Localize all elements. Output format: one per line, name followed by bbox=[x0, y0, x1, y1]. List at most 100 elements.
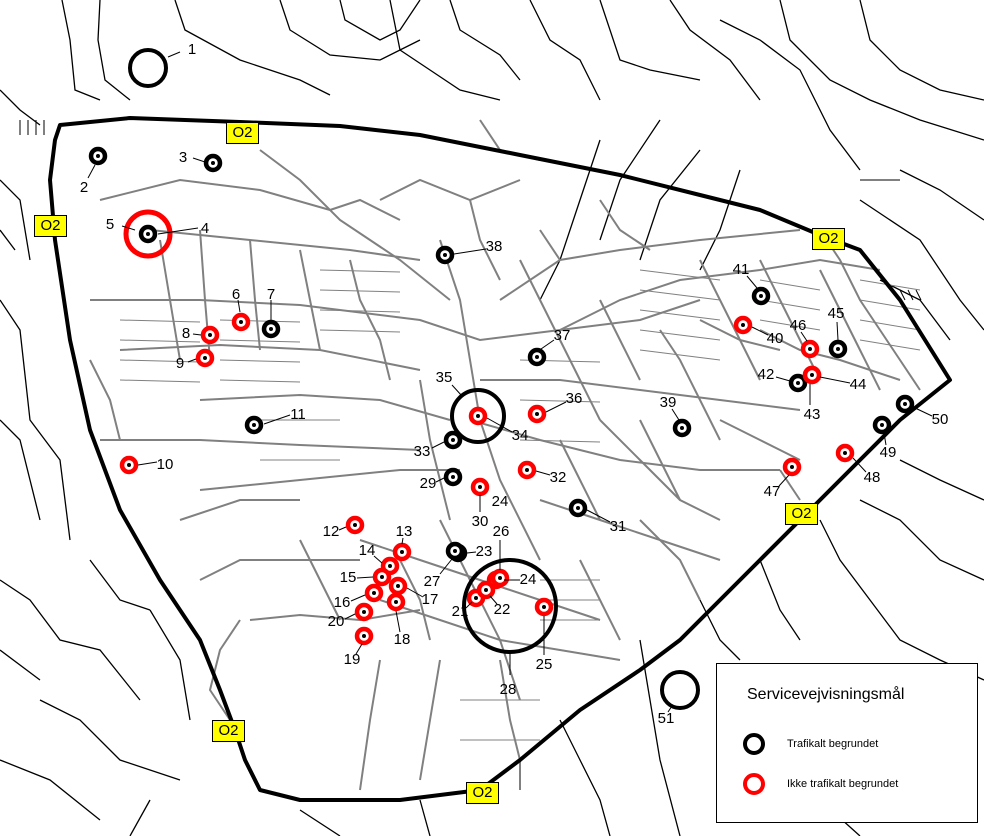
marker-dot-38 bbox=[443, 253, 447, 257]
leader-line-41 bbox=[746, 275, 758, 289]
leader-line-8 bbox=[192, 333, 202, 336]
marker-label-38: 38 bbox=[486, 238, 503, 255]
marker-label-24-secondary: 24 bbox=[492, 493, 509, 510]
marker-dot-25 bbox=[542, 605, 546, 609]
marker-dot-44 bbox=[810, 373, 814, 377]
leader-line-18 bbox=[395, 610, 401, 633]
leader-line-36 bbox=[545, 401, 567, 413]
area-circle-35 bbox=[450, 388, 506, 444]
leader-line-1 bbox=[167, 51, 181, 58]
marker-label-46: 46 bbox=[790, 317, 807, 334]
marker-label-15: 15 bbox=[340, 569, 357, 586]
marker-label-39: 39 bbox=[660, 394, 677, 411]
marker-label-30: 30 bbox=[472, 513, 489, 530]
marker-label-42: 42 bbox=[758, 366, 775, 383]
marker-dot-36 bbox=[535, 412, 539, 416]
marker-dot-26 bbox=[498, 576, 502, 580]
leader-line-27 bbox=[439, 558, 453, 575]
marker-dot-6 bbox=[239, 320, 243, 324]
marker-dot-50 bbox=[903, 402, 907, 406]
marker-dot-11 bbox=[252, 423, 256, 427]
marker-label-12: 12 bbox=[323, 523, 340, 540]
leader-line-50 bbox=[912, 406, 933, 417]
road-badge-o2-south: O2 bbox=[466, 782, 499, 804]
marker-label-11: 11 bbox=[290, 406, 306, 423]
marker-label-8: 8 bbox=[182, 325, 190, 342]
marker-dot-16 bbox=[372, 591, 376, 595]
leader-line-31 bbox=[586, 509, 611, 523]
marker-label-29: 29 bbox=[420, 475, 437, 492]
marker-dot-9 bbox=[203, 356, 207, 360]
leader-line-11 bbox=[263, 414, 291, 425]
leader-line-40 bbox=[751, 326, 769, 336]
leader-line-45 bbox=[836, 321, 839, 341]
leader-line-12 bbox=[338, 526, 347, 531]
marker-label-36: 36 bbox=[566, 390, 583, 407]
marker-dot-41 bbox=[759, 294, 763, 298]
marker-dot-39 bbox=[680, 426, 684, 430]
marker-dot-47 bbox=[790, 465, 794, 469]
leader-line-34 bbox=[486, 417, 513, 433]
leader-line-48 bbox=[852, 457, 867, 473]
leader-line-16 bbox=[350, 594, 366, 602]
leader-line-19 bbox=[355, 643, 363, 655]
marker-label-27: 27 bbox=[424, 573, 441, 590]
marker-dot-34 bbox=[476, 414, 480, 418]
leader-line-5 bbox=[121, 225, 136, 231]
marker-dot-49 bbox=[880, 423, 884, 427]
marker-label-13: 13 bbox=[396, 523, 413, 540]
road-badge-o2-east: O2 bbox=[812, 228, 845, 250]
marker-dot-46 bbox=[808, 347, 812, 351]
marker-dot-32 bbox=[525, 468, 529, 472]
marker-label-37: 37 bbox=[554, 327, 571, 344]
marker-label-14: 14 bbox=[359, 542, 376, 559]
marker-label-45: 45 bbox=[828, 305, 845, 322]
leader-line-47 bbox=[778, 474, 790, 487]
legend-label-traffic: Trafikalt begrundet bbox=[787, 738, 879, 750]
marker-label-21: 21 bbox=[452, 603, 469, 620]
marker-label-18: 18 bbox=[394, 631, 411, 648]
marker-label-32: 32 bbox=[550, 469, 567, 486]
marker-label-28: 28 bbox=[500, 681, 517, 698]
area-circle-1 bbox=[128, 48, 168, 88]
legend-row-traffic: Trafikalt begrundet bbox=[743, 732, 878, 756]
leader-line-35 bbox=[451, 384, 463, 397]
marker-label-23: 23 bbox=[476, 543, 493, 560]
area-circle-51 bbox=[660, 670, 700, 710]
marker-label-33: 33 bbox=[414, 443, 431, 460]
marker-label-51: 51 bbox=[658, 710, 675, 727]
marker-label-7: 7 bbox=[267, 286, 275, 303]
area-circles bbox=[123, 48, 700, 710]
marker-label-20: 20 bbox=[328, 613, 345, 630]
marker-label-31: 31 bbox=[610, 518, 627, 535]
marker-label-6: 6 bbox=[232, 286, 240, 303]
marker-dot-4 bbox=[146, 232, 150, 236]
leader-line-21 bbox=[465, 601, 473, 609]
leader-line-39 bbox=[671, 408, 680, 421]
marker-dot-18 bbox=[394, 600, 398, 604]
marker-label-43: 43 bbox=[804, 406, 821, 423]
marker-label-2: 2 bbox=[80, 179, 88, 196]
marker-dot-42 bbox=[796, 381, 800, 385]
marker-dot-20 bbox=[362, 610, 366, 614]
leader-line-51 bbox=[667, 705, 673, 713]
marker-dot-2 bbox=[96, 154, 100, 158]
marker-dot-29 bbox=[451, 475, 455, 479]
marker-label-17: 17 bbox=[422, 591, 439, 608]
leader-line-6 bbox=[237, 299, 241, 313]
marker-label-48: 48 bbox=[864, 469, 881, 486]
road-badge-o2-north: O2 bbox=[226, 122, 259, 144]
marker-dot-31 bbox=[576, 506, 580, 510]
leader-line-42 bbox=[775, 376, 791, 382]
map-legend: Servicevejvisningsmål Trafikalt begrunde… bbox=[716, 663, 978, 823]
leader-line-32 bbox=[535, 470, 551, 476]
marker-dot-30 bbox=[478, 485, 482, 489]
marker-dot-13 bbox=[400, 550, 404, 554]
marker-label-34: 34 bbox=[512, 427, 529, 444]
marker-label-35: 35 bbox=[436, 369, 453, 386]
marker-dot-40 bbox=[741, 323, 745, 327]
leader-line-38 bbox=[453, 248, 487, 255]
